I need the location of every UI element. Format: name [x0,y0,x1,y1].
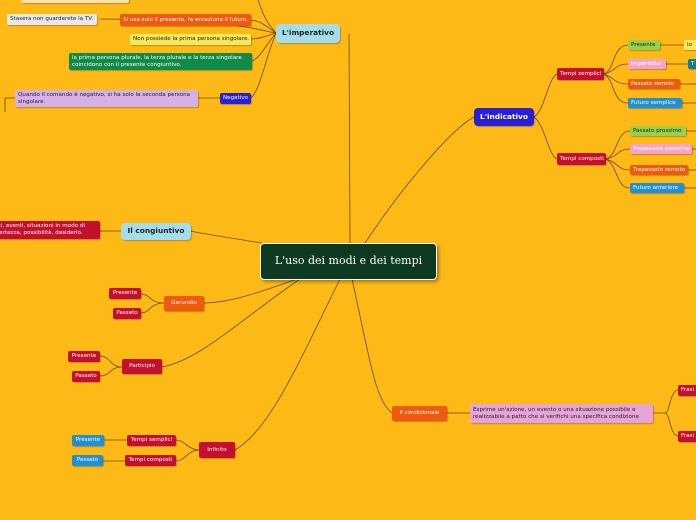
indicativo-passato-remoto[interactable]: Passato remoto [628,79,680,89]
condizionale-frasi-1[interactable]: Frasi i [678,385,696,396]
imperativo-negativo[interactable]: Negativo [220,93,251,104]
indicativo-presente-example[interactable]: Io [684,40,696,50]
participio-passato[interactable]: Passato [72,371,100,382]
infinito-tempi-semplici[interactable]: Tempi semplici [127,435,176,446]
imperativo-node[interactable]: L'imperativo [276,24,340,43]
condizionale-frasi-2[interactable]: Frasi i [678,431,696,442]
indicativo-node[interactable]: L'indicativo [474,108,534,126]
indicativo-tempi-semplici[interactable]: Tempi semplici [557,68,604,80]
indicativo-imperfetto-example[interactable]: T [688,59,696,69]
infinito-passato[interactable]: Passato [72,455,103,466]
infinito-presente[interactable]: Presente [72,435,104,446]
infinito-node[interactable]: Infinito [199,442,235,458]
participio-presente[interactable]: Presente [68,351,100,362]
indicativo-tempi-composti[interactable]: Tempi composti [557,153,606,165]
indicativo-futuro-semplice[interactable]: Futuro semplice [628,98,682,108]
center-topic[interactable]: L'uso dei modi e dei tempi [260,243,437,280]
congiuntivo-desc[interactable]: fatti, eventi, situazioni in modo di inc… [0,221,100,239]
participio-node[interactable]: Participio [122,359,162,374]
imperativo-rule-coincidenza[interactable]: la prima persona plurale, la terza plura… [69,53,252,70]
indicativo-imperfetto[interactable]: Imperfetto [628,59,666,69]
congiuntivo-node[interactable]: Il congiuntivo [121,223,191,240]
infinito-tempi-composti[interactable]: Tempi composti [125,455,176,466]
imperativo-rule-prima-persona[interactable]: Non possiede la prima persona singolare. [130,34,251,45]
indicativo-trapassato-remoto[interactable]: Trapassato remoto [630,165,688,175]
condizionale-node[interactable]: Il condizionale [392,406,447,421]
gerundio-presente[interactable]: Presente [109,288,141,299]
gerundio-node[interactable]: Gerundio [164,296,204,311]
imperativo-top-fragment [21,0,129,3]
indicativo-presente[interactable]: Presente [628,40,660,50]
indicativo-passato-prossimo[interactable]: Passato prossimo [630,126,686,136]
imperativo-rule-presente[interactable]: Si usa solo il presente, fa eccezione il… [120,14,251,26]
imperativo-negativo-desc[interactable]: Quando il comando è negativo, si ha solo… [15,90,198,107]
imperativo-example[interactable]: Stasera non guarderete la TV. [7,14,97,25]
condizionale-desc[interactable]: Esprime un'azione, un evento o una situa… [470,404,653,423]
gerundio-passato[interactable]: Passato [113,308,141,319]
indicativo-futuro-anteriore[interactable]: Futuro anteriore [630,183,684,193]
indicativo-trapassato-prossimo[interactable]: Trapassato prossimo [630,144,692,154]
